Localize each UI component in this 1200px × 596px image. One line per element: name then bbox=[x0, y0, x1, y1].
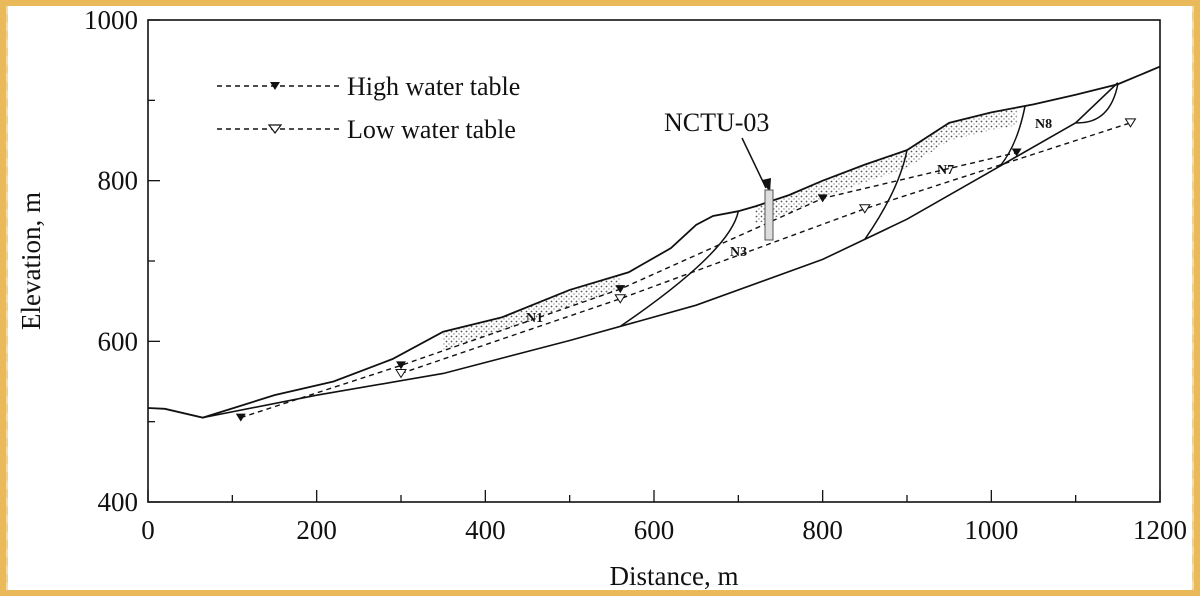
high-water-marker bbox=[1011, 148, 1022, 157]
x-tick-label: 400 bbox=[465, 515, 506, 545]
plot-area: 0 200 400 600 800 1000 1200 400 600 800 1000Distan… bbox=[16, 5, 1187, 591]
y-tick-label: 600 bbox=[98, 326, 139, 356]
y-tick-label: 400 bbox=[98, 487, 139, 517]
zone-label-n3: N3 bbox=[730, 245, 747, 260]
x-tick-label: 1200 bbox=[1133, 515, 1187, 545]
x-tick-label: 200 bbox=[296, 515, 337, 545]
series-line-3 bbox=[400, 122, 1131, 375]
high-water-marker bbox=[817, 194, 828, 203]
series-line-2 bbox=[240, 151, 1017, 419]
low-water-marker bbox=[395, 368, 407, 379]
zone-label-n8: N8 bbox=[1035, 117, 1052, 132]
borehole-arrow-head bbox=[762, 178, 771, 193]
y-axis-title: Elevation, m bbox=[16, 192, 46, 330]
x-tick-label: 1000 bbox=[964, 515, 1018, 545]
zone-label-n7: N7 bbox=[937, 163, 954, 178]
scarp-curve-4 bbox=[1075, 84, 1119, 124]
legend-high-marker bbox=[270, 82, 280, 90]
plot-frame bbox=[147, 19, 1161, 503]
high-water-marker bbox=[615, 285, 626, 294]
figure-sheet bbox=[8, 6, 1192, 590]
borehole-casing bbox=[764, 189, 774, 241]
scarp-curve-2 bbox=[864, 149, 908, 240]
legend: High water table Low water table bbox=[217, 72, 520, 144]
annotations: NCTU-03 N3 N7 N8 N1 bbox=[526, 108, 1052, 326]
scarp-curve-3 bbox=[999, 105, 1026, 167]
x-axis-title: Distance, m bbox=[610, 561, 739, 591]
high-water-marker bbox=[235, 413, 246, 422]
scarp-curve-1 bbox=[619, 211, 740, 328]
legend-low-label: Low water table bbox=[347, 115, 516, 144]
sliding-mass-band-1 bbox=[443, 274, 621, 350]
y-tick-label: 800 bbox=[98, 166, 139, 196]
x-tick-label: 800 bbox=[802, 515, 843, 545]
legend-low-marker bbox=[267, 124, 283, 134]
x-tick-label: 0 bbox=[141, 515, 155, 545]
low-water-marker bbox=[858, 204, 871, 214]
series-line-1 bbox=[202, 82, 1119, 419]
high-water-marker bbox=[396, 361, 406, 370]
zone-label-n1: N1 bbox=[526, 311, 543, 326]
x-tick-label: 600 bbox=[634, 515, 675, 545]
legend-high-label: High water table bbox=[347, 72, 520, 101]
series-line-0 bbox=[147, 65, 1161, 419]
low-water-marker bbox=[614, 294, 627, 304]
borehole-label: NCTU-03 bbox=[664, 108, 769, 137]
low-water-marker bbox=[1124, 118, 1137, 128]
borehole-arrow-line bbox=[741, 137, 767, 189]
y-tick-label: 1000 bbox=[84, 5, 138, 35]
